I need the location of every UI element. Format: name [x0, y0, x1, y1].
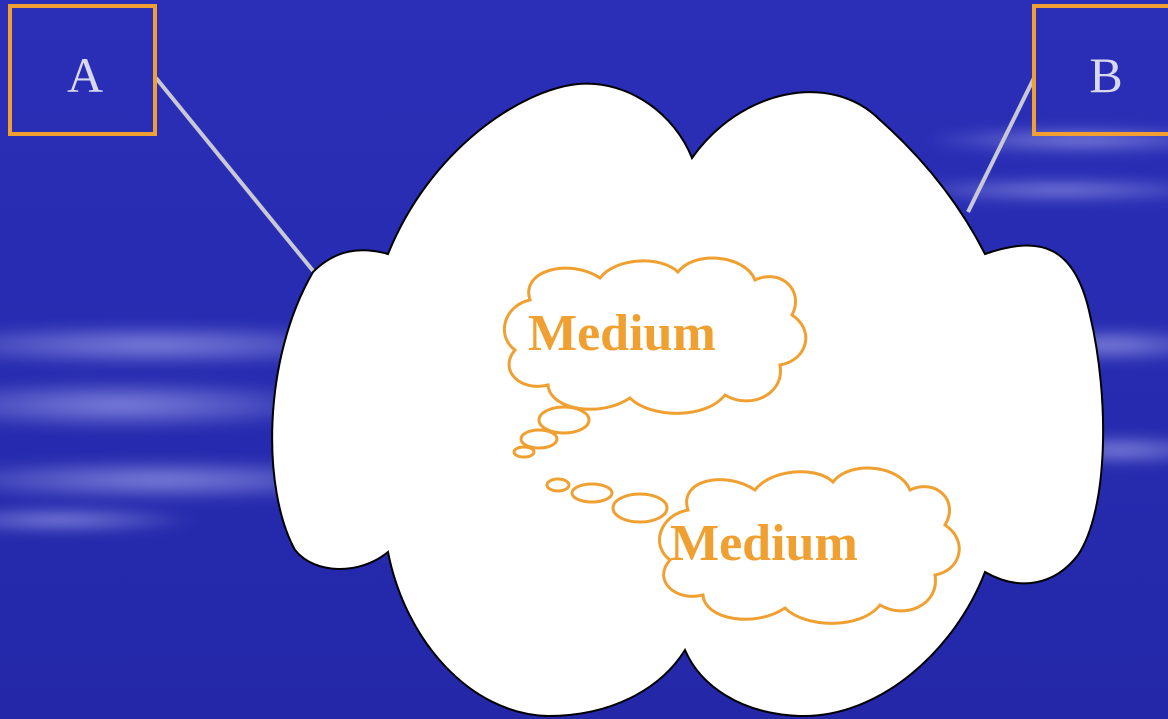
thought-bubble-bottom-label: Medium: [670, 515, 858, 572]
thought-bubble-top: Medium: [504, 258, 805, 413]
node-a-label: A: [67, 47, 103, 103]
node-b-label: B: [1089, 47, 1122, 103]
thought-bubble-top-label: Medium: [528, 305, 716, 362]
thought-bubble-bottom: Medium: [660, 468, 960, 623]
